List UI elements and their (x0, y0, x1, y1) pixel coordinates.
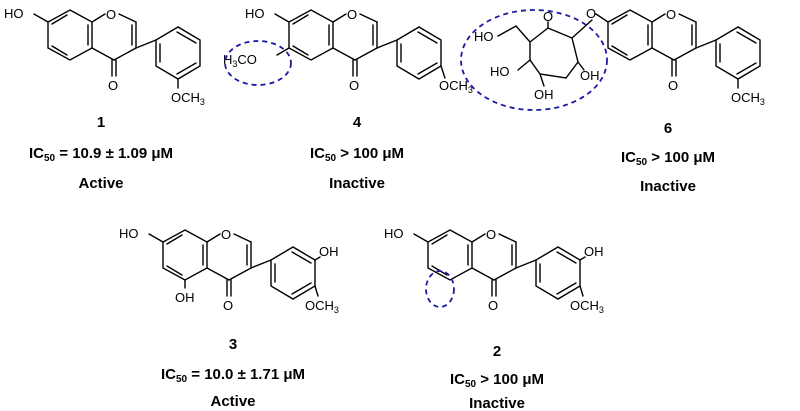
atom-label-oh: OH (175, 290, 195, 305)
atom-label-carbonyl-o: O (349, 78, 359, 93)
highlight-glucose-circle (460, 9, 608, 111)
atom-label-ho: HO (245, 6, 265, 21)
compound-3-status: Active (210, 393, 255, 410)
atom-label-h3co: H3CO (223, 52, 257, 69)
highlight-c5-circle (425, 270, 455, 308)
compound-4-structure: HO H3CO O O OCH3 (223, 6, 473, 95)
atom-label-ho: HO (474, 29, 494, 44)
atom-label-ring-o: O (221, 227, 231, 242)
atom-label-och3: OCH3 (439, 78, 473, 95)
compound-2-structure: HO O O OH OCH3 (384, 226, 604, 315)
compound-4-status: Inactive (329, 175, 385, 192)
atom-label-ring-o: O (106, 7, 116, 22)
compound-2-label: 2 IC50 > 100 μM Inactive (450, 343, 544, 411)
compound-3-ic50: IC50 = 10.0 ± 1.71 μM (161, 366, 305, 385)
atom-label-och3: OCH3 (570, 298, 604, 315)
compound-1-structure: HO O O OCH3 (4, 6, 205, 107)
compound-2-status: Inactive (469, 395, 525, 411)
atom-label-och3: OCH3 (305, 298, 339, 315)
compound-6-status: Inactive (640, 178, 696, 195)
atom-label-carbonyl-o: O (108, 78, 118, 93)
atom-label-ring-o: O (486, 227, 496, 242)
atom-label-oh: OH (534, 87, 554, 102)
atom-label-carbonyl-o: O (223, 298, 233, 313)
atom-label-ring-o: O (347, 7, 357, 22)
compound-1-status: Active (78, 175, 123, 192)
compound-6-ic50: IC50 > 100 μM (621, 149, 715, 168)
compound-3-structure: HO OH O O OH OCH3 (119, 226, 339, 315)
compound-1-number: 1 (97, 114, 105, 131)
atom-label-ho: HO (4, 6, 24, 21)
compound-2-number: 2 (493, 343, 501, 360)
compound-6-structure: O O O OCH3 (586, 6, 765, 107)
glucose-structure: O HO HO OH OH (474, 9, 600, 102)
compound-6-number: 6 (664, 120, 672, 137)
atom-label-pyranose-o: O (543, 9, 553, 24)
compound-4-ic50: IC50 > 100 μM (310, 145, 404, 164)
atom-label-och3: OCH3 (731, 90, 765, 107)
highlight-methoxy-circle (224, 40, 292, 86)
atom-label-carbonyl-o: O (668, 78, 678, 93)
atom-label-oh: OH (580, 68, 600, 83)
compound-1-ic50: IC50 = 10.9 ± 1.09 μM (29, 145, 173, 164)
atom-label-och3: OCH3 (171, 90, 205, 107)
compound-4-label: 4 IC50 > 100 μM Inactive (310, 114, 404, 192)
atom-label-oh: OH (319, 244, 339, 259)
compound-4-number: 4 (353, 114, 362, 131)
atom-label-ho: HO (119, 226, 139, 241)
compound-2-ic50: IC50 > 100 μM (450, 371, 544, 390)
compound-1-label: 1 IC50 = 10.9 ± 1.09 μM Active (29, 114, 173, 192)
compound-3-label: 3 IC50 = 10.0 ± 1.71 μM Active (161, 336, 305, 410)
atom-label-ho: HO (384, 226, 404, 241)
atom-label-oh: OH (584, 244, 604, 259)
compound-3-number: 3 (229, 336, 237, 353)
atom-label-glycosidic-o: O (586, 6, 596, 21)
compound-6-label: 6 IC50 > 100 μM Inactive (621, 120, 715, 195)
atom-label-ring-o: O (666, 7, 676, 22)
atom-label-ho: HO (490, 64, 510, 79)
atom-label-carbonyl-o: O (488, 298, 498, 313)
